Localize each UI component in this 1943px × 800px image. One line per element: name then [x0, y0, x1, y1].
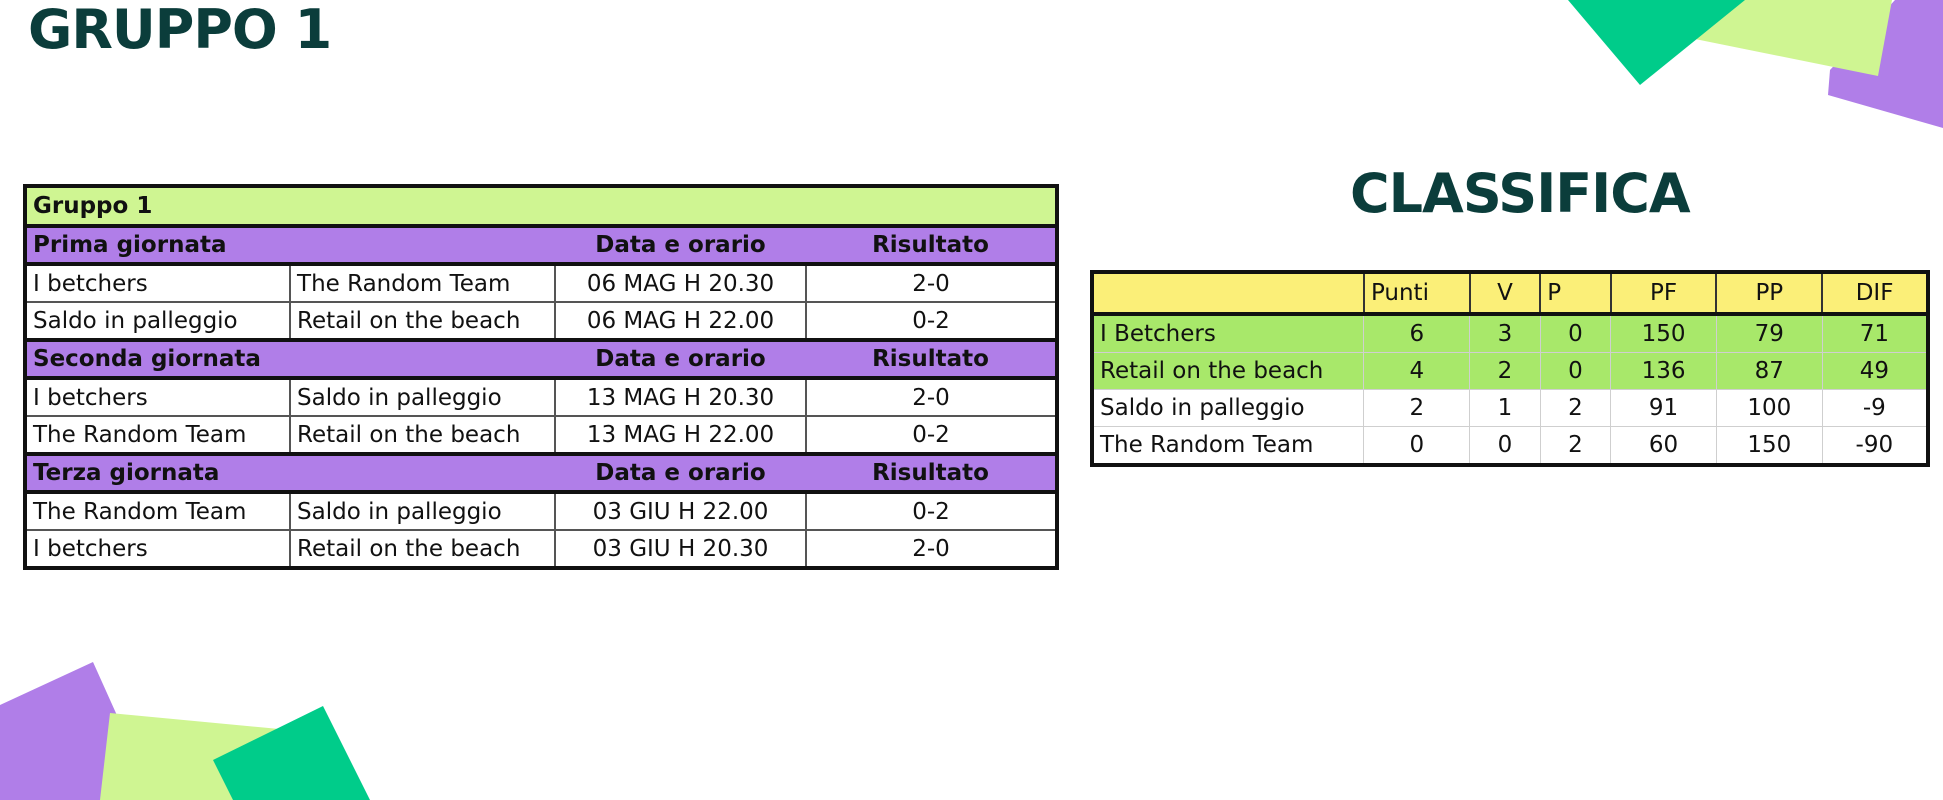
- away-team: Retail on the beach: [289, 415, 557, 455]
- standings-row: Retail on the beach 4 2 0 136 87 49: [1091, 352, 1929, 390]
- p-value: 2: [1539, 426, 1612, 466]
- match-datetime: 06 MAG H 22.00: [554, 301, 807, 341]
- round-header-row: Seconda giornata Data e orario Risultato: [25, 338, 1057, 380]
- deco-green-top: [1568, 0, 1745, 85]
- dif-value: -9: [1821, 389, 1929, 427]
- result-header: Risultato: [806, 224, 1057, 266]
- match-result: 2-0: [805, 529, 1058, 569]
- header-p: P: [1539, 271, 1612, 316]
- date-header: Data e orario: [555, 338, 806, 380]
- home-team: Saldo in palleggio: [23, 301, 292, 341]
- match-result: 0-2: [805, 415, 1058, 455]
- punti-value: 0: [1363, 426, 1471, 466]
- deco-green-bottom: [213, 706, 370, 800]
- standings-table: Punti V P PF PP DIF I Betchers 6 3 0 150…: [1090, 270, 1930, 467]
- v-value: 3: [1469, 313, 1541, 353]
- group-header-row: Gruppo 1: [25, 185, 1057, 228]
- match-datetime: 13 MAG H 22.00: [554, 415, 807, 455]
- standings-title: CLASSIFICA: [1350, 162, 1691, 225]
- team-name: I Betchers: [1091, 313, 1365, 353]
- dif-value: 49: [1821, 352, 1929, 390]
- away-team: Retail on the beach: [289, 301, 557, 341]
- p-value: 0: [1539, 352, 1612, 390]
- punti-value: 4: [1363, 352, 1471, 390]
- header-pf: PF: [1609, 271, 1718, 316]
- page-title: GRUPPO 1: [28, 0, 332, 61]
- round-name: Seconda giornata: [25, 338, 556, 380]
- team-name: Saldo in palleggio: [1091, 389, 1365, 427]
- home-team: The Random Team: [23, 491, 292, 531]
- match-result: 0-2: [805, 301, 1058, 341]
- pp-value: 150: [1715, 426, 1823, 466]
- pf-value: 150: [1610, 313, 1717, 353]
- match-datetime: 03 GIU H 20.30: [554, 529, 807, 569]
- team-name: The Random Team: [1091, 426, 1365, 466]
- result-header: Risultato: [806, 338, 1057, 380]
- v-value: 1: [1469, 389, 1541, 427]
- match-result: 2-0: [805, 377, 1058, 417]
- schedule-table: Gruppo 1 Prima giornata Data e orario Ri…: [23, 184, 1059, 570]
- group-label: Gruppo 1: [25, 185, 1057, 228]
- match-row: I betchers The Random Team 06 MAG H 20.3…: [23, 263, 1058, 303]
- dif-value: 71: [1821, 313, 1929, 353]
- away-team: Saldo in palleggio: [289, 491, 557, 531]
- home-team: I betchers: [23, 377, 292, 417]
- date-header: Data e orario: [555, 452, 806, 494]
- pp-value: 87: [1715, 352, 1823, 390]
- match-result: 0-2: [805, 491, 1058, 531]
- standings-row: I Betchers 6 3 0 150 79 71: [1091, 313, 1929, 353]
- round-header-row: Prima giornata Data e orario Risultato: [25, 224, 1057, 266]
- deco-lime-top: [1690, 0, 1892, 76]
- punti-value: 2: [1363, 389, 1471, 427]
- home-team: I betchers: [23, 529, 292, 569]
- pp-value: 79: [1715, 313, 1823, 353]
- away-team: Saldo in palleggio: [289, 377, 557, 417]
- match-datetime: 13 MAG H 20.30: [554, 377, 807, 417]
- round-header-row: Terza giornata Data e orario Risultato: [25, 452, 1057, 494]
- pf-value: 60: [1610, 426, 1717, 466]
- pp-value: 100: [1715, 389, 1823, 427]
- match-datetime: 03 GIU H 22.00: [554, 491, 807, 531]
- match-row: The Random Team Retail on the beach 13 M…: [23, 415, 1058, 455]
- away-team: The Random Team: [289, 263, 557, 303]
- away-team: Retail on the beach: [289, 529, 557, 569]
- pf-value: 136: [1610, 352, 1717, 390]
- round-name: Terza giornata: [25, 452, 556, 494]
- header-team: [1091, 271, 1365, 316]
- match-row: I betchers Retail on the beach 03 GIU H …: [23, 529, 1058, 569]
- home-team: The Random Team: [23, 415, 292, 455]
- header-pp: PP: [1715, 271, 1824, 316]
- v-value: 0: [1469, 426, 1541, 466]
- match-row: I betchers Saldo in palleggio 13 MAG H 2…: [23, 377, 1058, 417]
- standings-row: The Random Team 0 0 2 60 150 -90: [1091, 426, 1929, 466]
- date-header: Data e orario: [555, 224, 806, 266]
- p-value: 2: [1539, 389, 1612, 427]
- v-value: 2: [1469, 352, 1541, 390]
- home-team: I betchers: [23, 263, 292, 303]
- header-punti: Punti: [1362, 271, 1471, 316]
- pf-value: 91: [1610, 389, 1717, 427]
- match-row: The Random Team Saldo in palleggio 03 GI…: [23, 491, 1058, 531]
- match-row: Saldo in palleggio Retail on the beach 0…: [23, 301, 1058, 341]
- team-name: Retail on the beach: [1091, 352, 1365, 390]
- header-dif: DIF: [1821, 271, 1929, 316]
- header-v: V: [1468, 271, 1542, 316]
- round-name: Prima giornata: [25, 224, 556, 266]
- dif-value: -90: [1821, 426, 1929, 466]
- match-result: 2-0: [805, 263, 1058, 303]
- match-datetime: 06 MAG H 20.30: [554, 263, 807, 303]
- standings-header-row: Punti V P PF PP DIF: [1091, 271, 1929, 316]
- result-header: Risultato: [806, 452, 1057, 494]
- standings-row: Saldo in palleggio 2 1 2 91 100 -9: [1091, 389, 1929, 427]
- p-value: 0: [1539, 313, 1612, 353]
- deco-purple-top: [1828, 0, 1943, 128]
- punti-value: 6: [1363, 313, 1471, 353]
